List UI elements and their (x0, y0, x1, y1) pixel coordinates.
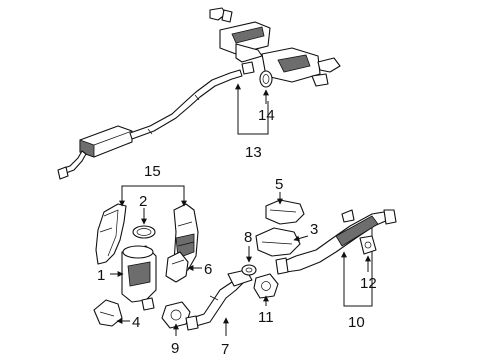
rubber-hanger (359, 235, 377, 255)
flange-gasket (161, 301, 191, 329)
rear-muffler-assembly (209, 7, 341, 87)
clamp-upper (265, 199, 305, 225)
flange-gasket-rear (253, 273, 279, 299)
callout-3: 3 (310, 221, 318, 238)
exhaust-hanger (259, 70, 273, 88)
callout-9: 9 (171, 340, 179, 357)
callout-4: 4 (132, 314, 140, 331)
callout-15: 15 (144, 163, 161, 180)
center-pipe-resonator (275, 209, 397, 275)
callout-12: 12 (360, 275, 377, 292)
front-resonator (57, 125, 133, 180)
intermediate-pipe (129, 69, 243, 140)
callout-14: 14 (258, 107, 275, 124)
catalytic-converter (121, 245, 157, 311)
callout-1: 1 (97, 267, 105, 284)
callout-13-leader (235, 83, 269, 135)
gasket-ring (132, 225, 156, 239)
callout-6: 6 (204, 261, 212, 278)
callout-11: 11 (258, 309, 274, 326)
bracket-mid (165, 251, 189, 283)
small-gasket (241, 264, 257, 276)
bracket-lower (93, 299, 123, 327)
callout-5: 5 (275, 176, 283, 193)
callout-7: 7 (221, 341, 229, 358)
front-pipe (185, 269, 253, 331)
callout-15-bracket (121, 185, 185, 206)
callout-3-leader (293, 235, 309, 242)
clamp-lower (255, 227, 301, 257)
callout-2: 2 (139, 193, 147, 210)
callout-8: 8 (244, 229, 252, 246)
exhaust-system-assembly (57, 7, 341, 180)
callout-13: 13 (245, 144, 262, 161)
callout-10: 10 (348, 314, 365, 331)
